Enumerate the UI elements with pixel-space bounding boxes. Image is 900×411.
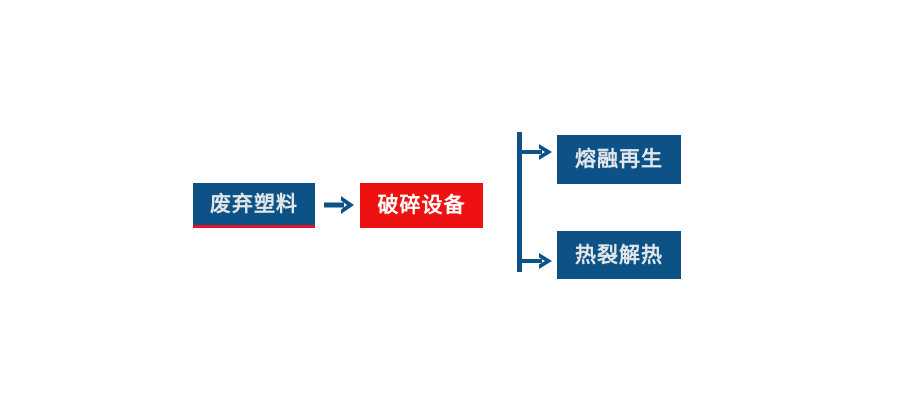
node-pyrolysis[interactable]: 热裂解热 [557,231,681,279]
arrow-right-icon [322,190,356,220]
node-melt-regeneration-label: 熔融再生 [575,148,663,171]
node-waste-plastic-label: 废弃塑料 [210,192,298,216]
node-waste-plastic[interactable]: 废弃塑料 [193,183,315,228]
node-melt-regeneration[interactable]: 熔融再生 [557,135,681,184]
node-crusher-equipment-label: 破碎设备 [377,194,466,217]
branch-arrow-icon [510,126,566,282]
node-crusher-equipment[interactable]: 破碎设备 [360,183,483,228]
node-pyrolysis-label: 热裂解热 [575,243,663,267]
